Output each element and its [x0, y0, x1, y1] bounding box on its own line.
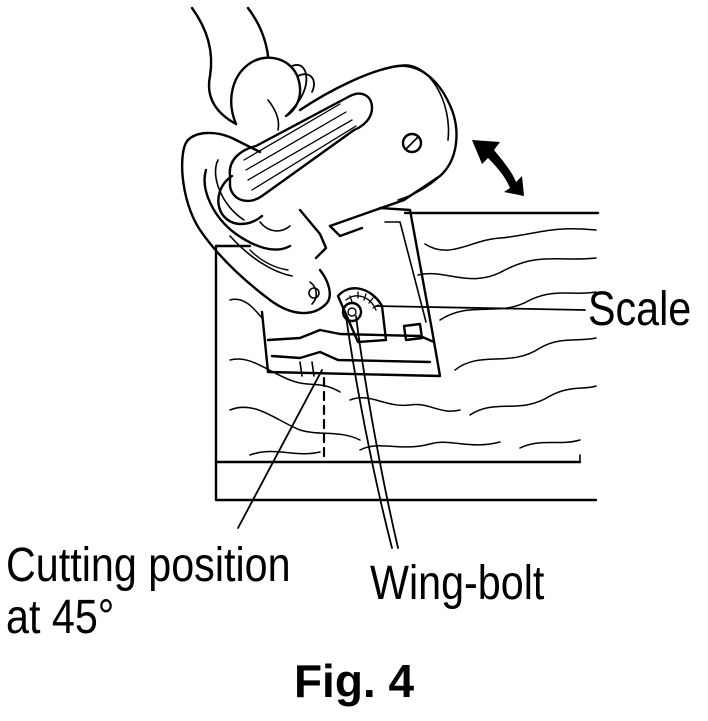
workpiece-board	[214, 211, 600, 502]
cutting-position-label-line2: at 45°	[6, 590, 115, 644]
scale-label: Scale	[588, 283, 692, 336]
wood-grain	[229, 227, 597, 456]
operator-hand	[190, 6, 315, 131]
bevel-scale-quadrant	[336, 287, 388, 344]
leader-lines	[237, 305, 586, 549]
cutting-position-label: Cutting position at 45°	[6, 540, 291, 644]
wing-bolt-label: Wing-bolt	[370, 557, 545, 610]
scale-leader	[375, 305, 586, 311]
cutting-position-leader	[237, 369, 323, 529]
saw-handle	[217, 92, 374, 232]
figure-caption: Fig. 4	[293, 655, 415, 707]
saw-body	[180, 64, 458, 315]
wing-bolt-leader-outer	[345, 315, 393, 549]
saw-base-plate	[260, 206, 442, 378]
wing-bolt-leader-inner	[355, 315, 399, 549]
cutting-position-label-line1: Cutting position	[6, 539, 291, 592]
bevel-motion-arrow	[472, 140, 524, 196]
